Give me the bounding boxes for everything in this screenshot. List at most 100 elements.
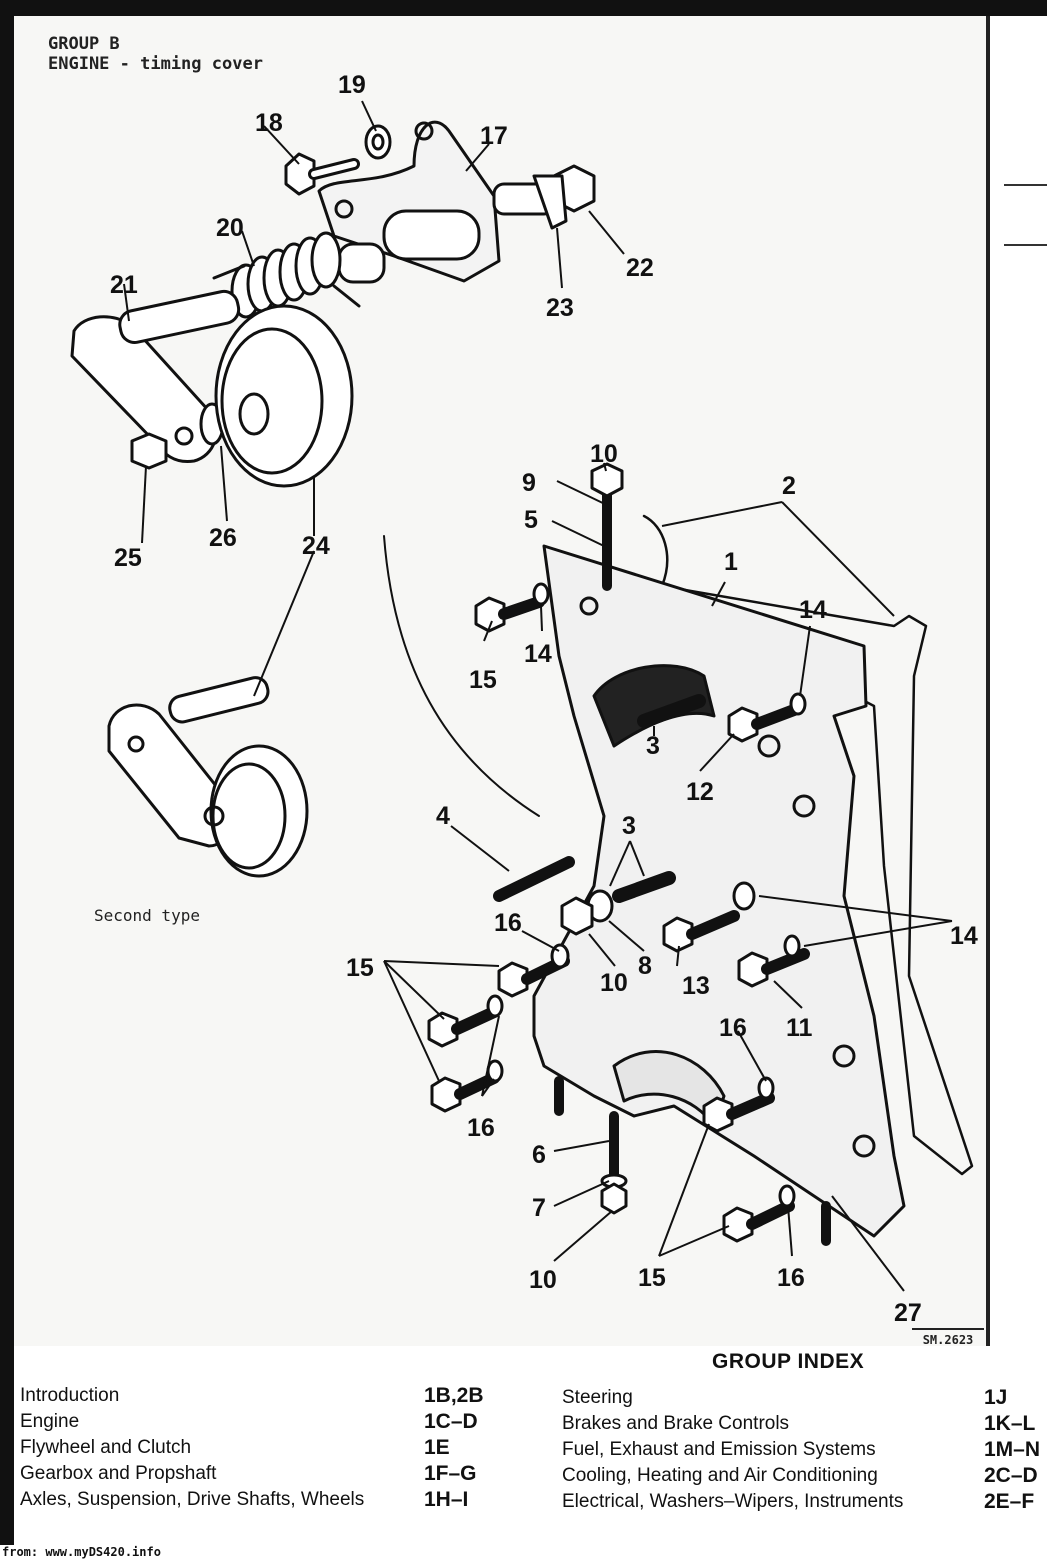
index-item-fuel-exhaust[interactable]: Fuel, Exhaust and Emission Systems <box>562 1439 876 1460</box>
leader-lines <box>123 100 953 1292</box>
bracket-17-hole <box>334 199 354 219</box>
callout-15-upper: 15 <box>469 666 497 694</box>
callout-14-right: 14 <box>950 922 978 950</box>
washer-19-shape <box>364 124 392 160</box>
callout-15-bottom: 15 <box>638 1264 666 1292</box>
callout-21: 21 <box>110 271 138 299</box>
left-border <box>0 0 14 1545</box>
callout-10-top: 10 <box>590 440 618 468</box>
source-footer: from: www.myDS420.info <box>0 1545 1047 1560</box>
callout-24: 24 <box>302 532 330 560</box>
index-code-cooling-heating[interactable]: 2C–D <box>984 1464 1038 1487</box>
section-heading: ENGINE - timing cover <box>48 54 263 74</box>
timing-cover-1-shape <box>532 544 906 1238</box>
drawing-reference: SM.2623 <box>912 1328 984 1350</box>
pulley-24-rim <box>214 304 354 488</box>
callout-3-lower: 3 <box>622 812 636 840</box>
callout-10-bottom: 10 <box>529 1266 557 1294</box>
callout-17: 17 <box>480 122 508 150</box>
pivot-pin-shape <box>118 289 241 344</box>
bracket-17-hole <box>414 121 434 141</box>
nut-25-shape <box>130 432 168 470</box>
callout-4: 4 <box>436 802 450 830</box>
callout-16-right: 16 <box>719 1014 747 1042</box>
pulley-24-groove <box>220 327 324 475</box>
index-item-engine[interactable]: Engine <box>20 1411 80 1432</box>
group-heading: GROUP B <box>48 34 120 54</box>
callout-23: 23 <box>546 294 574 322</box>
index-item-flywheel-clutch[interactable]: Flywheel and Clutch <box>20 1437 192 1458</box>
clip-23-shape <box>532 174 568 230</box>
timing-cover-lower-opening <box>612 1050 726 1128</box>
index-code-electrical[interactable]: 2E–F <box>984 1490 1035 1513</box>
right-border <box>986 16 990 1346</box>
top-border <box>0 0 1047 16</box>
second-type-pulley-shape <box>107 676 309 878</box>
callout-14-upper-right: 14 <box>799 596 827 624</box>
index-code-flywheel-clutch[interactable]: 1E <box>424 1436 450 1459</box>
bolt-shapes <box>427 596 810 1243</box>
callout-25: 25 <box>114 544 142 572</box>
index-item-gearbox-propshaft[interactable]: Gearbox and Propshaft <box>20 1463 217 1484</box>
callout-labels: 1 2 3 3 4 5 6 7 8 9 10 10 10 11 12 13 14… <box>110 71 978 1327</box>
index-item-introduction[interactable]: Introduction <box>20 1385 120 1406</box>
callout-16-bottom: 16 <box>777 1264 805 1292</box>
margin-mark <box>1004 244 1047 246</box>
callout-11: 11 <box>786 1014 813 1042</box>
cover-hole <box>757 734 781 758</box>
cover-hole <box>832 1044 856 1068</box>
callout-7: 7 <box>532 1194 546 1222</box>
stud-3-lower <box>612 871 676 903</box>
spacer-shape <box>337 242 386 284</box>
callout-26: 26 <box>209 524 237 552</box>
nut-10-top <box>590 462 624 498</box>
pulley-24-hub <box>238 392 270 436</box>
callout-10-middle: 10 <box>600 969 628 997</box>
index-item-electrical[interactable]: Electrical, Washers–Wipers, Instruments <box>562 1491 904 1512</box>
callout-13: 13 <box>682 972 710 1000</box>
index-code-fuel-exhaust[interactable]: 1M–N <box>984 1438 1041 1461</box>
callout-2: 2 <box>782 472 796 500</box>
index-code-gearbox-propshaft[interactable]: 1F–G <box>424 1462 477 1485</box>
exploded-diagram-panel: 1 2 3 3 4 5 6 7 8 9 10 10 10 11 12 13 14… <box>14 16 986 1346</box>
washer-19-hole <box>371 133 385 151</box>
margin-mark <box>1004 184 1047 186</box>
washer-shapes <box>486 582 807 1208</box>
callout-6: 6 <box>532 1141 546 1169</box>
timing-cover-exploded-diagram: 1 2 3 3 4 5 6 7 8 9 10 10 10 11 12 13 14… <box>70 71 978 1327</box>
arm-hole <box>174 426 194 446</box>
callout-9: 9 <box>522 469 536 497</box>
cover-hole <box>792 794 816 818</box>
callout-15-left: 15 <box>346 954 374 982</box>
cover-hole <box>579 596 599 616</box>
bolt-18-head <box>284 152 316 196</box>
second-type-label: Second type <box>94 906 200 925</box>
callout-3-upper: 3 <box>646 732 660 760</box>
index-code-steering[interactable]: 1J <box>984 1386 1008 1409</box>
index-code-introduction[interactable]: 1B,2B <box>424 1384 484 1407</box>
index-item-steering[interactable]: Steering <box>562 1387 633 1408</box>
bolt-18-shank-inner <box>311 161 357 177</box>
callout-18: 18 <box>255 109 283 137</box>
index-item-cooling-heating[interactable]: Cooling, Heating and Air Conditioning <box>562 1465 878 1486</box>
callout-19: 19 <box>338 71 366 99</box>
nut-8-shape <box>560 896 594 936</box>
callout-16-upper: 16 <box>494 909 522 937</box>
callout-16-left: 16 <box>467 1114 495 1142</box>
index-item-axles-suspension[interactable]: Axles, Suspension, Drive Shafts, Wheels <box>20 1489 365 1510</box>
timing-cover-1-opening <box>592 664 716 748</box>
index-code-brakes[interactable]: 1K–L <box>984 1412 1036 1435</box>
index-item-brakes[interactable]: Brakes and Brake Controls <box>562 1413 790 1434</box>
callout-8: 8 <box>638 952 652 980</box>
cover-hole <box>852 1134 876 1158</box>
callout-27: 27 <box>894 1299 922 1327</box>
group-index-title: GROUP INDEX <box>712 1350 865 1373</box>
index-code-axles-suspension[interactable]: 1H–I <box>424 1488 469 1511</box>
callout-5: 5 <box>524 506 538 534</box>
callout-1: 1 <box>724 548 738 576</box>
callout-14-left: 14 <box>524 640 552 668</box>
callout-20: 20 <box>216 214 244 242</box>
callout-22: 22 <box>626 254 654 282</box>
index-code-engine[interactable]: 1C–D <box>424 1410 478 1433</box>
nut-10-bottom <box>600 1182 628 1215</box>
